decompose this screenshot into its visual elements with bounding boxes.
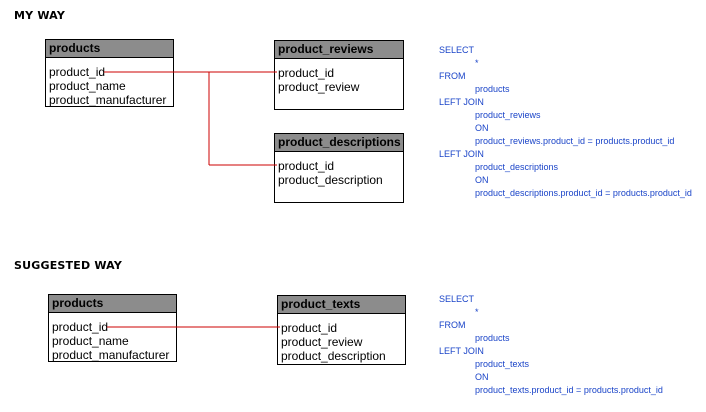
sql-term: product_texts [475, 359, 530, 369]
field-product-name: product_name [52, 334, 129, 348]
field-product-id: product_id [278, 159, 335, 173]
sql-keyword: LEFT JOIN [439, 149, 484, 159]
field-product-id: product_id [49, 65, 106, 79]
my-way-products-table: products product_id product_name product… [45, 39, 174, 107]
field-product-description: product_description [278, 173, 383, 187]
sql-keyword: FROM [439, 320, 466, 330]
sql-keyword: SELECT [439, 294, 475, 304]
field-product-review: product_review [281, 335, 363, 349]
sql-keyword: LEFT JOIN [439, 97, 484, 107]
sql-term: product_descriptions [475, 162, 559, 172]
field-product-review: product_review [278, 80, 360, 94]
field-product-id: product_id [278, 66, 335, 80]
field-product-description: product_description [281, 349, 386, 363]
sql-term: ON [475, 372, 489, 382]
sql-term: products [475, 333, 510, 343]
sql-keyword: FROM [439, 71, 466, 81]
field-product-name: product_name [49, 79, 126, 93]
table-header: product_descriptions [275, 134, 403, 152]
my-way-product-descriptions-table: product_descriptions product_id product_… [274, 133, 404, 203]
field-product-manufacturer: product_manufacturer [49, 93, 167, 107]
sql-term: * [475, 58, 479, 68]
sql-term: product_reviews.product_id = products.pr… [475, 136, 675, 146]
suggested-way-product-texts-table: product_texts product_id product_review … [277, 295, 406, 365]
sql-term: products [475, 84, 510, 94]
sql-keyword: SELECT [439, 45, 475, 55]
table-header: products [49, 295, 176, 313]
my-way-connector-products-to-descriptions [208, 72, 277, 166]
sql-term: product_descriptions.product_id = produc… [475, 188, 692, 198]
table-header: product_texts [278, 296, 405, 314]
suggested-way-title: SUGGESTED WAY [14, 259, 122, 272]
suggested-way-products-table: products product_id product_name product… [48, 294, 177, 362]
sql-term: product_texts.product_id = products.prod… [475, 385, 663, 395]
field-product-id: product_id [281, 321, 338, 335]
my-way-title: MY WAY [14, 9, 66, 22]
sql-term: * [475, 307, 479, 317]
my-way-product-reviews-table: product_reviews product_id product_revie… [274, 40, 404, 110]
sql-term: ON [475, 123, 489, 133]
table-header: products [46, 40, 173, 58]
sql-term: ON [475, 175, 489, 185]
suggested-way-sql-query: SELECT * FROM products LEFT JOIN product… [439, 293, 663, 397]
sql-term: product_reviews [475, 110, 541, 120]
table-header: product_reviews [275, 41, 403, 59]
sql-keyword: LEFT JOIN [439, 346, 484, 356]
field-product-manufacturer: product_manufacturer [52, 348, 170, 362]
field-product-id: product_id [52, 320, 109, 334]
my-way-sql-query: SELECT * FROM products LEFT JOIN product… [439, 44, 692, 200]
